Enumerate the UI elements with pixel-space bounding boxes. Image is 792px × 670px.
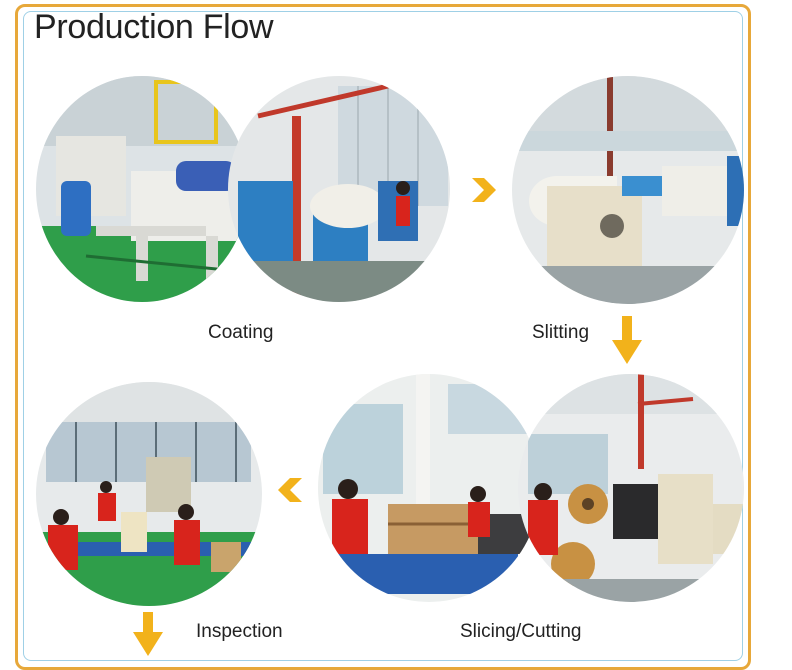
slicing-photo-2: [518, 374, 744, 602]
arrow-right-icon: [470, 176, 498, 204]
coating-photo-1: [36, 76, 248, 302]
arrow-down-icon: [133, 612, 163, 658]
step-label-coating: Coating: [208, 322, 274, 343]
arrow-down-icon: [612, 316, 642, 366]
step-label-slitting: Slitting: [532, 322, 590, 343]
page-title: Production Flow: [34, 8, 274, 46]
slicing-photo-1: [318, 374, 540, 602]
inspection-photo: [36, 382, 262, 606]
coating-photo-2: [228, 76, 450, 302]
step-label-slicing: Slicing/Cutting: [460, 621, 582, 642]
arrow-left-icon: [276, 476, 304, 504]
slitting-photo: [512, 76, 744, 304]
step-label-inspection: Inspection: [196, 621, 283, 642]
